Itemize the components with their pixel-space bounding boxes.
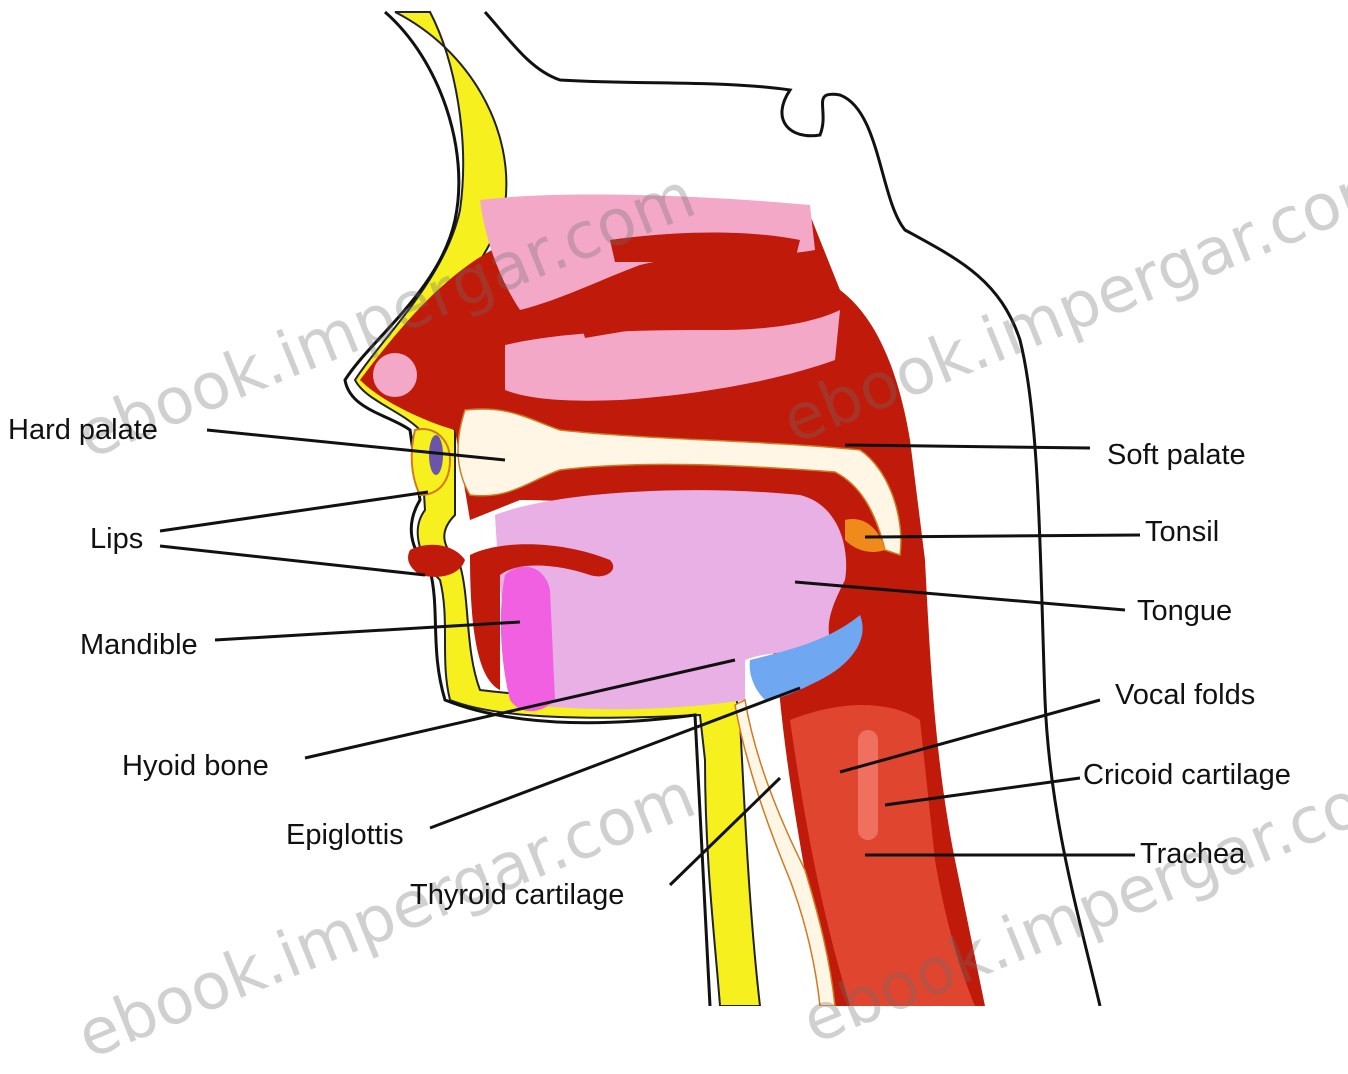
label-thyroid-cartilage: Thyroid cartilage <box>410 881 624 910</box>
nasal-pink-small <box>373 353 417 397</box>
label-tongue: Tongue <box>1137 597 1232 626</box>
label-soft-palate: Soft palate <box>1107 441 1246 470</box>
label-hyoid-bone: Hyoid bone <box>122 752 269 781</box>
leader-lips-upper <box>160 492 428 531</box>
label-vocal-folds: Vocal folds <box>1115 681 1255 710</box>
vocal-fold-bar <box>858 730 878 840</box>
label-mandible: Mandible <box>80 631 198 660</box>
leader-tonsil <box>865 535 1140 537</box>
leader-lips-lower <box>160 546 425 575</box>
label-epiglottis: Epiglottis <box>286 821 404 850</box>
label-trachea: Trachea <box>1140 840 1245 869</box>
mandible-bone <box>501 567 555 712</box>
nasal-red-stripe <box>610 233 800 263</box>
label-tonsil: Tonsil <box>1145 518 1219 547</box>
label-cricoid-cartilage: Cricoid cartilage <box>1083 761 1291 790</box>
label-hard-palate: Hard palate <box>8 416 158 445</box>
label-lips: Lips <box>90 525 143 554</box>
